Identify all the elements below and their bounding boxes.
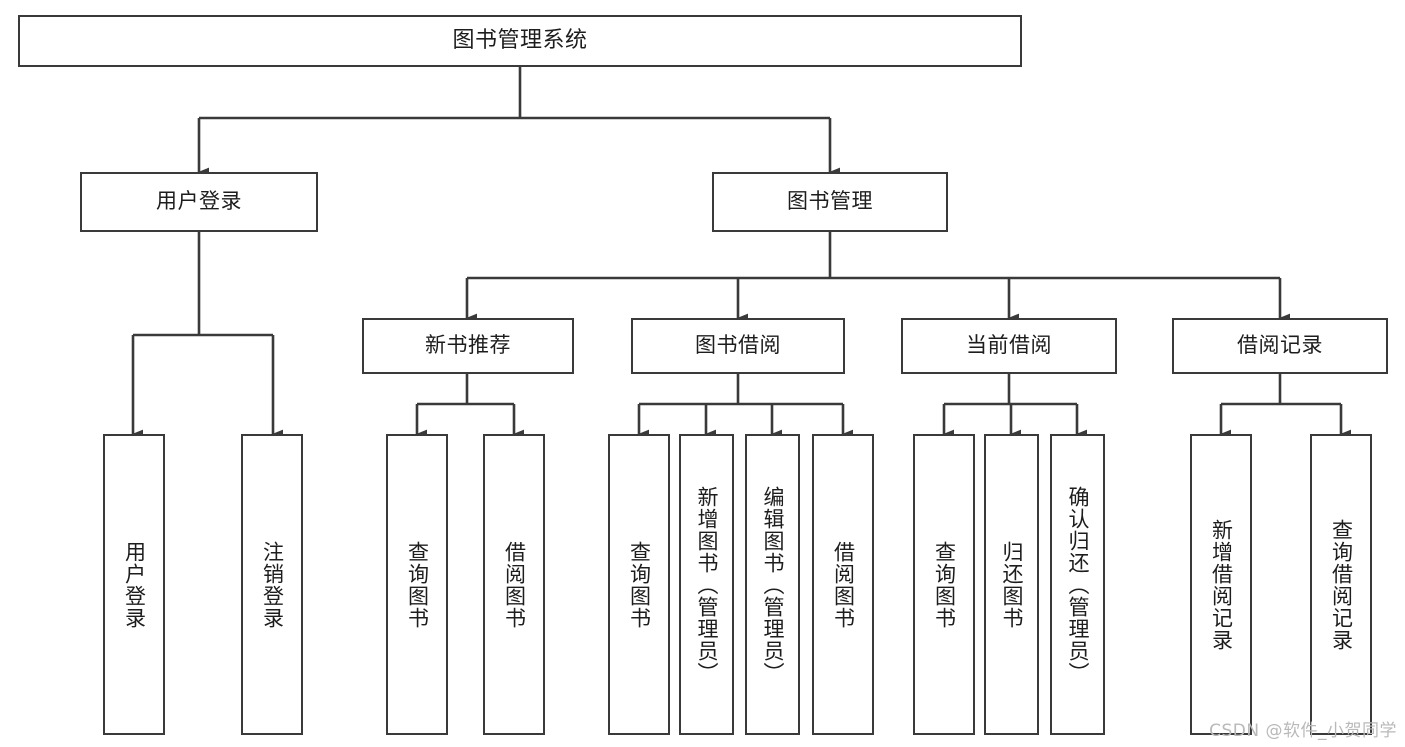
node-label: 查询图书	[932, 540, 957, 629]
node-leaf-confirm-return-admin[interactable]: 确认归还（管理员）	[1050, 434, 1105, 735]
edges-record	[1219, 374, 1352, 439]
node-leaf-query-book-recommend[interactable]: 查询图书	[386, 434, 448, 735]
node-book-manage[interactable]: 图书管理	[712, 172, 948, 232]
edges-current	[942, 374, 1088, 439]
node-label: 查询图书	[627, 540, 652, 629]
node-leaf-query-book-current[interactable]: 查询图书	[913, 434, 975, 735]
node-borrow-record[interactable]: 借阅记录	[1172, 318, 1388, 374]
node-leaf-user-login[interactable]: 用户登录	[103, 434, 165, 735]
node-label: 图书管理	[787, 189, 873, 214]
node-new-book-recommend[interactable]: 新书推荐	[362, 318, 574, 374]
node-label: 借阅图书	[831, 540, 856, 629]
node-label: 确认归还（管理员）	[1065, 485, 1090, 684]
node-label: 图书借阅	[695, 333, 781, 358]
node-label: 当前借阅	[966, 333, 1052, 358]
node-label: 新增借阅记录	[1209, 518, 1234, 651]
node-current-borrow[interactable]: 当前借阅	[901, 318, 1117, 374]
node-leaf-borrow-book-borrow[interactable]: 借阅图书	[812, 434, 874, 735]
edges-book-manage	[465, 232, 1291, 323]
node-leaf-return-book[interactable]: 归还图书	[984, 434, 1039, 735]
node-label: 用户登录	[122, 540, 147, 629]
watermark-text: CSDN @软件_小贺同学	[1209, 721, 1397, 741]
node-label: 新增图书（管理员）	[694, 485, 719, 684]
node-leaf-edit-book-admin[interactable]: 编辑图书（管理员）	[745, 434, 800, 735]
node-leaf-query-borrow-record[interactable]: 查询借阅记录	[1310, 434, 1372, 735]
node-leaf-add-borrow-record[interactable]: 新增借阅记录	[1190, 434, 1252, 735]
node-label: 注销登录	[260, 540, 285, 629]
node-label: 编辑图书（管理员）	[760, 485, 785, 684]
node-label: 借阅记录	[1237, 333, 1323, 358]
node-user-login[interactable]: 用户登录	[80, 172, 318, 232]
node-label: 查询图书	[405, 540, 430, 629]
node-label: 图书管理系统	[452, 27, 588, 53]
node-label: 用户登录	[156, 189, 242, 214]
edges-user-login	[131, 232, 284, 439]
node-leaf-borrow-book-recommend[interactable]: 借阅图书	[483, 434, 545, 735]
edges-borrow	[637, 374, 854, 439]
node-leaf-query-book-borrow[interactable]: 查询图书	[608, 434, 670, 735]
edges-new-book	[415, 374, 525, 439]
edges-level-1	[197, 67, 841, 177]
node-label: 查询借阅记录	[1329, 518, 1354, 651]
node-label: 借阅图书	[502, 540, 527, 629]
node-leaf-add-book-admin[interactable]: 新增图书（管理员）	[679, 434, 734, 735]
node-book-borrow[interactable]: 图书借阅	[631, 318, 845, 374]
node-root-system[interactable]: 图书管理系统	[18, 15, 1022, 67]
node-label: 归还图书	[999, 540, 1024, 629]
node-leaf-logout[interactable]: 注销登录	[241, 434, 303, 735]
node-label: 新书推荐	[425, 333, 511, 358]
